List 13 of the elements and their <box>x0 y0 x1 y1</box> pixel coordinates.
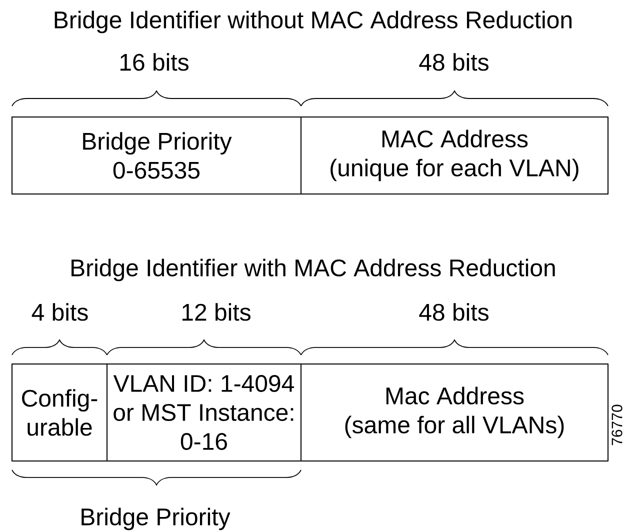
bit-width-label: 4 bits <box>32 303 88 321</box>
bit-width-label: 12 bits <box>182 303 250 321</box>
bit-width-label: 48 bits <box>419 303 488 321</box>
field-box: Bridge Priority 0-65535 <box>12 116 302 194</box>
field-box: Config- urable <box>12 364 108 462</box>
brace-label: Bridge Priority <box>82 508 230 530</box>
field-box: Mac Address (same for all VLANs) <box>300 364 608 462</box>
heading: Bridge Identifier without MAC Address Reduction <box>54 10 572 34</box>
bit-width-label: 16 bits <box>120 53 188 71</box>
heading: Bridge Identifier with MAC Address Reduction <box>72 258 555 282</box>
field-box: VLAN ID: 1-4094 or MST Instance: 0-16 <box>106 364 302 462</box>
bit-width-label: 48 bits <box>419 53 488 71</box>
field-box: MAC Address (unique for each VLAN) <box>300 116 608 194</box>
